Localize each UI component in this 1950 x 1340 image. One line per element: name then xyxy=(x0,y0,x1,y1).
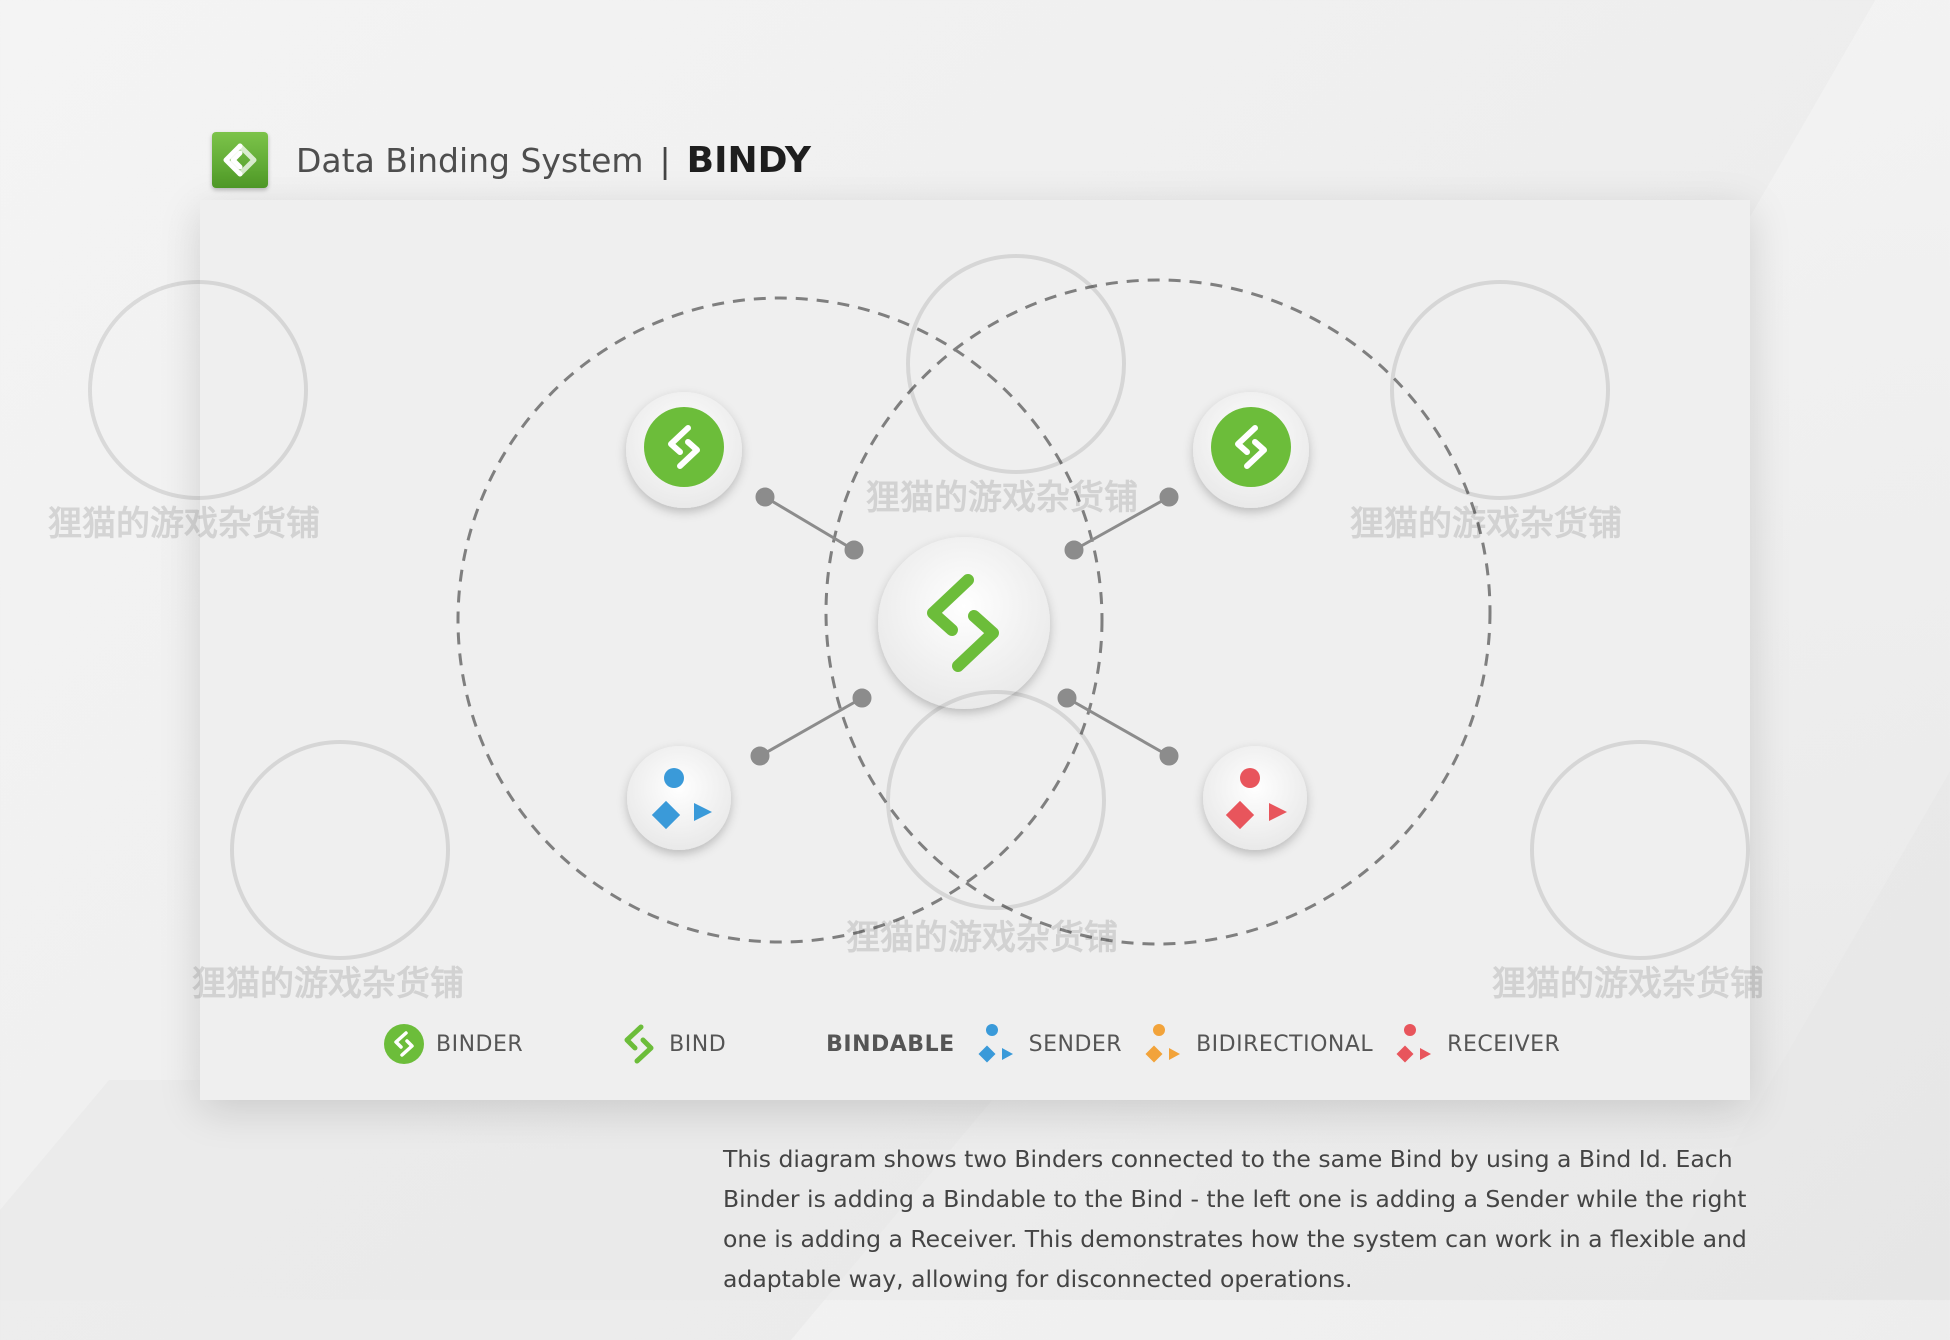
watermark-text: 狸猫的游戏杂货铺 xyxy=(846,910,1118,959)
sender-node xyxy=(627,746,731,850)
bind-node-center xyxy=(878,537,1050,709)
title-separator: | xyxy=(660,141,671,180)
legend-label: BINDABLE xyxy=(826,1032,954,1057)
bindable-receiver-icon xyxy=(1393,1022,1437,1066)
legend-item-binder: BINDER xyxy=(382,1022,523,1066)
legend-label: SENDER xyxy=(1029,1032,1122,1057)
watermark-text: 狸猫的游戏杂货铺 xyxy=(1492,956,1764,1005)
legend-item-bind: BIND xyxy=(619,1022,726,1066)
watermark-text: 狸猫的游戏杂货铺 xyxy=(866,470,1138,519)
diagram-description: This diagram shows two Binders connected… xyxy=(723,1139,1763,1299)
legend-label: BIND xyxy=(669,1032,726,1057)
connector xyxy=(752,690,870,764)
watermark-text: 狸猫的游戏杂货铺 xyxy=(192,956,464,1005)
watermark-text: 狸猫的游戏杂货铺 xyxy=(48,496,320,545)
legend-label: BINDER xyxy=(436,1032,523,1057)
legend-item-receiver: RECEIVER xyxy=(1393,1022,1560,1066)
bindy-logo-icon xyxy=(212,132,268,188)
legend-label: BIDIRECTIONAL xyxy=(1196,1032,1373,1057)
legend-item-bidirectional: BIDIRECTIONAL xyxy=(1142,1022,1373,1066)
header: Data Binding System | BINDY xyxy=(212,132,811,188)
bindable-sender-icon xyxy=(975,1022,1019,1066)
receiver-node xyxy=(1203,746,1307,850)
legend-label: RECEIVER xyxy=(1447,1032,1560,1057)
binder-node-left xyxy=(626,392,742,508)
page-title: Data Binding System xyxy=(296,141,644,180)
legend-item-bindable: BINDABLE xyxy=(826,1032,954,1057)
brand-name: BINDY xyxy=(687,140,811,181)
watermark-text: 狸猫的游戏杂货铺 xyxy=(1350,496,1622,545)
legend-item-sender: SENDER xyxy=(975,1022,1122,1066)
bind-icon xyxy=(619,1022,659,1066)
binder-icon xyxy=(382,1022,426,1066)
legend: BINDER BIND BINDABLE SENDER xyxy=(382,1022,1560,1066)
binder-node-right xyxy=(1193,392,1309,508)
connector xyxy=(1059,690,1177,764)
bindable-bidirectional-icon xyxy=(1142,1022,1186,1066)
